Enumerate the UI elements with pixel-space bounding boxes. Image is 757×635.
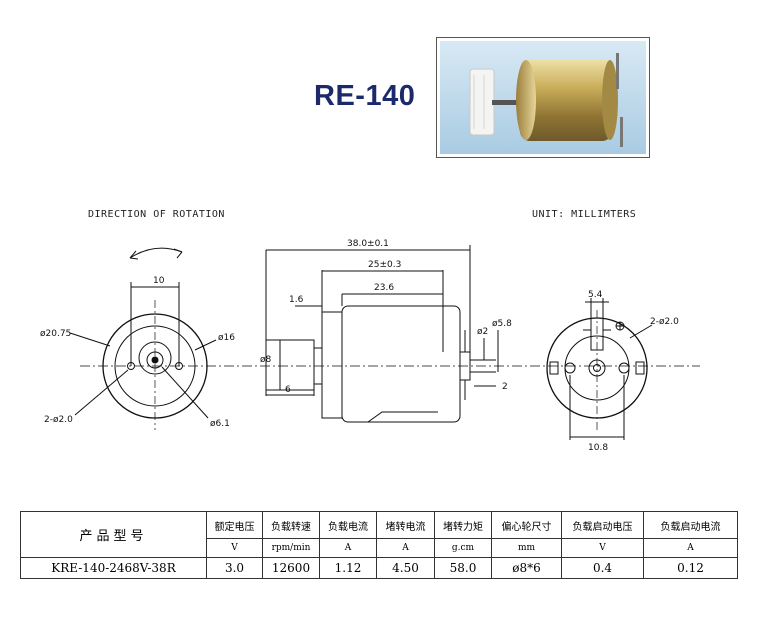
unit-cell: V bbox=[206, 538, 263, 558]
value-cell: 3.0 bbox=[206, 557, 263, 579]
table-row: KRE-140-2468V-38R 3.0 12600 1.12 4.50 58… bbox=[20, 557, 738, 579]
model-header: 产品型号 bbox=[20, 511, 207, 558]
dim-side-d58: ø5.8 bbox=[492, 319, 512, 329]
unit-cell: V bbox=[561, 538, 644, 558]
table-header-row: 产品型号 额定电压 负载转速 负载电流 堵转电流 堵转力矩 偏心轮尺寸 负载启动… bbox=[20, 511, 738, 558]
dim-front-holes: 2-ø2.0 bbox=[44, 415, 73, 425]
model-cell: KRE-140-2468V-38R bbox=[20, 557, 207, 579]
value-cell: 0.4 bbox=[561, 557, 644, 579]
technical-drawing: DIRECTION OF ROTATION UNIT: MILLIMTERS bbox=[40, 190, 712, 470]
value-cell: 1.12 bbox=[319, 557, 377, 579]
rotation-arrow bbox=[129, 247, 183, 259]
unit-cell: g.cm bbox=[434, 538, 492, 558]
side-view bbox=[265, 245, 499, 423]
dim-side-d8: ø8 bbox=[260, 355, 272, 365]
dim-front-d2075: ø20.75 bbox=[40, 329, 71, 339]
unit-cell: mm bbox=[491, 538, 562, 558]
col-header: 负载转速 bbox=[262, 511, 320, 539]
drawing-lines: 10 ø20.75 ø16 2-ø2.0 ø6.1 38.0±0.1 25±0.… bbox=[40, 239, 700, 453]
product-title: RE-140 bbox=[314, 80, 416, 112]
col-header: 堵转力矩 bbox=[434, 511, 492, 539]
dim-side-2: 2 bbox=[502, 382, 508, 392]
col-header: 负载电流 bbox=[319, 511, 377, 539]
dim-back-holes: 2-ø2.0 bbox=[650, 317, 679, 327]
unit-cell: A bbox=[319, 538, 377, 558]
col-header: 额定电压 bbox=[206, 511, 263, 539]
back-view bbox=[546, 298, 653, 440]
col-header: 堵转电流 bbox=[376, 511, 435, 539]
col-header: 负载启动电流 bbox=[643, 511, 738, 539]
dim-front-10: 10 bbox=[153, 276, 165, 286]
dim-side-16: 1.6 bbox=[289, 295, 304, 305]
value-cell: ø8*6 bbox=[491, 557, 562, 579]
unit-label: UNIT: MILLIMTERS bbox=[532, 209, 637, 220]
unit-cell: rpm/min bbox=[262, 538, 320, 558]
dim-front-d61: ø6.1 bbox=[210, 419, 230, 429]
dim-side-can: 23.6 bbox=[374, 283, 394, 293]
dim-side-total: 38.0±0.1 bbox=[347, 239, 389, 249]
front-view bbox=[69, 282, 217, 430]
spec-table: 产品型号 额定电压 负载转速 负载电流 堵转电流 堵转力矩 偏心轮尺寸 负载启动… bbox=[20, 511, 738, 579]
dim-side-body: 25±0.3 bbox=[368, 260, 401, 270]
dim-front-d16: ø16 bbox=[218, 333, 235, 343]
direction-of-rotation-label: DIRECTION OF ROTATION bbox=[88, 209, 225, 220]
unit-cell: A bbox=[643, 538, 738, 558]
col-header: 负载启动电压 bbox=[561, 511, 644, 539]
col-header: 偏心轮尺寸 bbox=[491, 511, 562, 539]
dim-side-d2: ø2 bbox=[477, 327, 488, 337]
dim-back-108: 10.8 bbox=[588, 443, 608, 453]
table-unit-row: V rpm/min A A g.cm mm V A bbox=[21, 538, 738, 558]
value-cell: 12600 bbox=[262, 557, 320, 579]
value-cell: 4.50 bbox=[376, 557, 435, 579]
dim-back-54: 5.4 bbox=[588, 290, 603, 300]
dim-side-6: 6 bbox=[285, 385, 291, 395]
unit-cell: A bbox=[376, 538, 435, 558]
value-cell: 0.12 bbox=[643, 557, 738, 579]
value-cell: 58.0 bbox=[434, 557, 492, 579]
motor-photo bbox=[436, 37, 650, 158]
motor-image bbox=[440, 41, 646, 154]
